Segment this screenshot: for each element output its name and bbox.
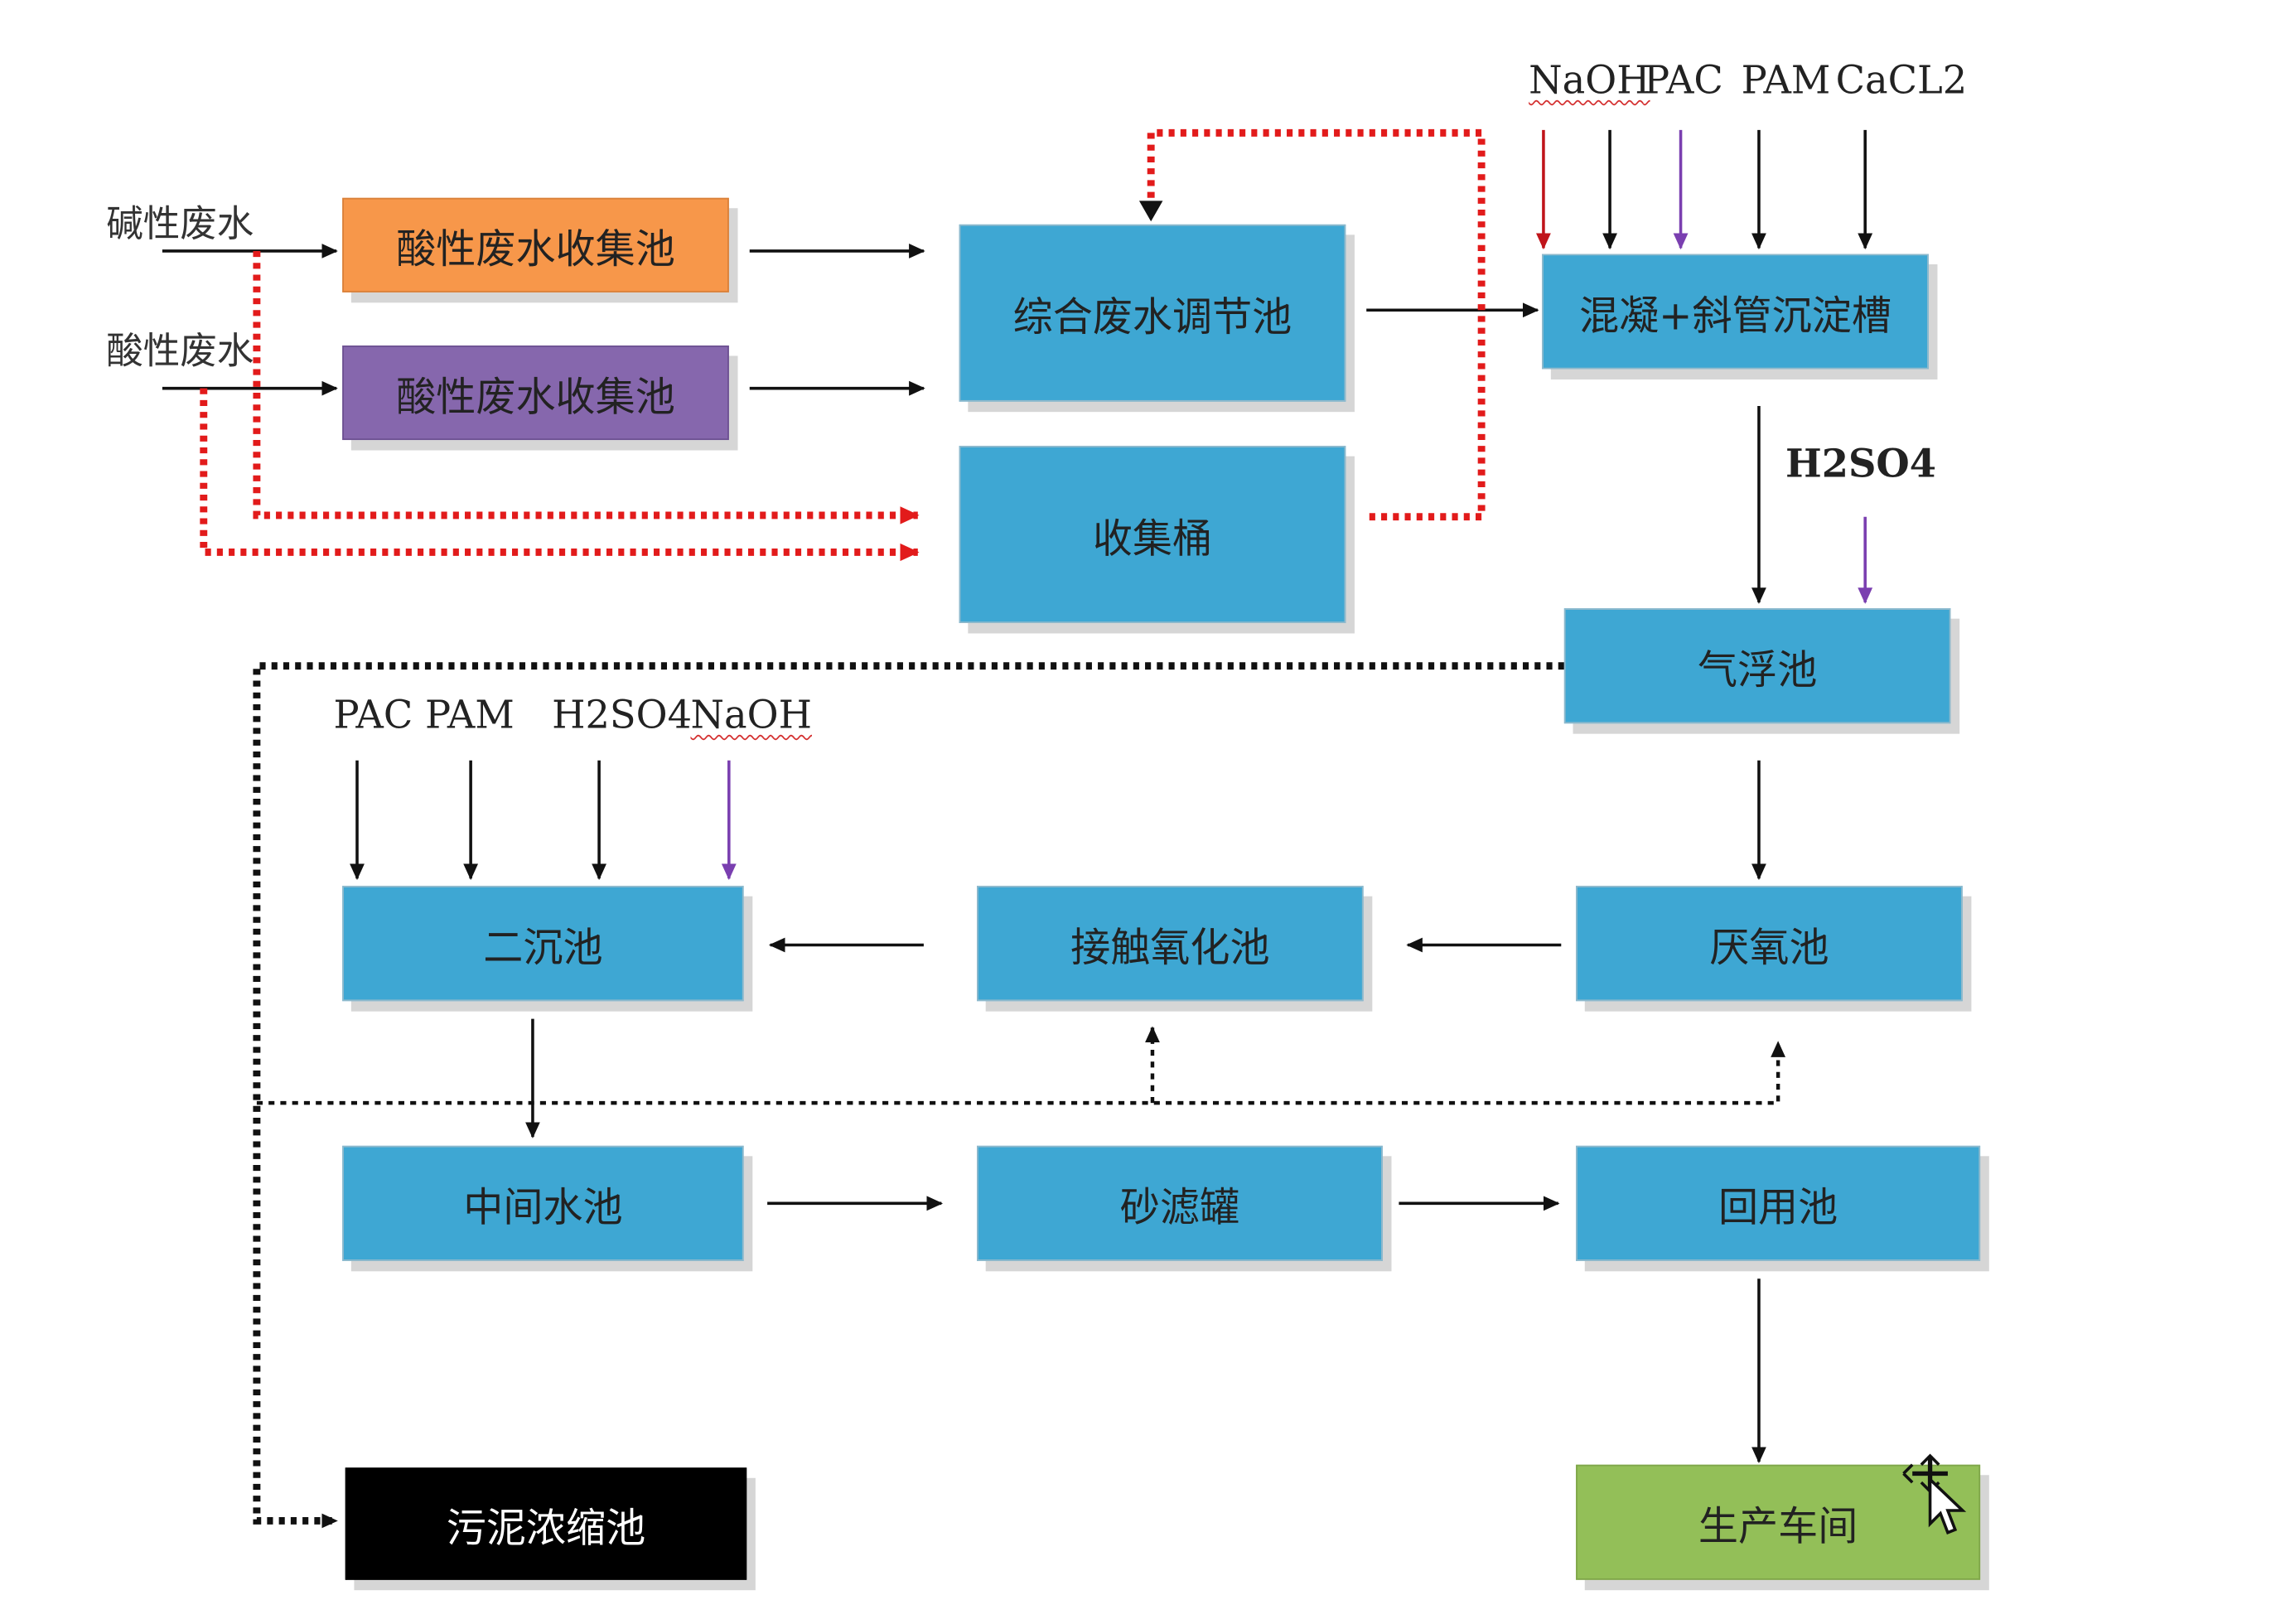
reagent-naoh-settling: NaOH (690, 694, 812, 738)
reagent-h2so4-settling: H2SO4 (552, 694, 693, 738)
red-dotted-bucket-to-integrated (1147, 128, 1486, 521)
anaerobic-tank: 厌氧池 (1576, 886, 1963, 1002)
coagulation-sedimentation-tank: 混凝+斜管沉淀槽 (1542, 254, 1929, 370)
sludge-thickener: 污泥浓缩池 (345, 1467, 747, 1580)
acid-tank-1: 酸性废水收集池 (342, 197, 729, 292)
reagent-pam-top: PAM (1741, 59, 1831, 104)
reagent-h2so4-flotation: H2SO4 (1785, 442, 1936, 488)
intermediate-tank: 中间水池 (342, 1145, 744, 1261)
acidic-input-label: 酸性废水 (106, 329, 254, 373)
reuse-tank: 回用池 (1576, 1145, 1981, 1261)
reagent-pac-top: PAC (1644, 59, 1723, 104)
contact-oxidation-tank: 接触氧化池 (977, 886, 1364, 1002)
dotted-return-line (256, 1041, 1786, 1105)
production-workshop: 生产车间 (1576, 1464, 1981, 1580)
reagent-naoh-top: NaOH (1529, 59, 1650, 104)
air-flotation-tank: 气浮池 (1563, 608, 1951, 724)
acid-tank-2: 酸性废水收集池 (342, 345, 729, 441)
secondary-settling-tank: 二沉池 (342, 886, 744, 1002)
mouse-cursor-icon (1902, 1453, 1967, 1535)
dotted-sludge-line (253, 662, 1564, 1529)
red-dotted-acidic-to-bucket (200, 388, 920, 562)
sand-filter-tank: 砂滤罐 (977, 1145, 1383, 1261)
collection-bucket: 收集桶 (959, 446, 1346, 624)
alkaline-input-label: 碱性废水 (106, 202, 254, 245)
red-dotted-alkaline-to-bucket (253, 250, 920, 524)
reagent-pac-pam-settling: PAC PAM (333, 694, 515, 738)
reagent-cacl2-top: CaCL2 (1835, 59, 1968, 104)
integrated-wastewater-tank: 综合废水调节池 (959, 224, 1346, 402)
